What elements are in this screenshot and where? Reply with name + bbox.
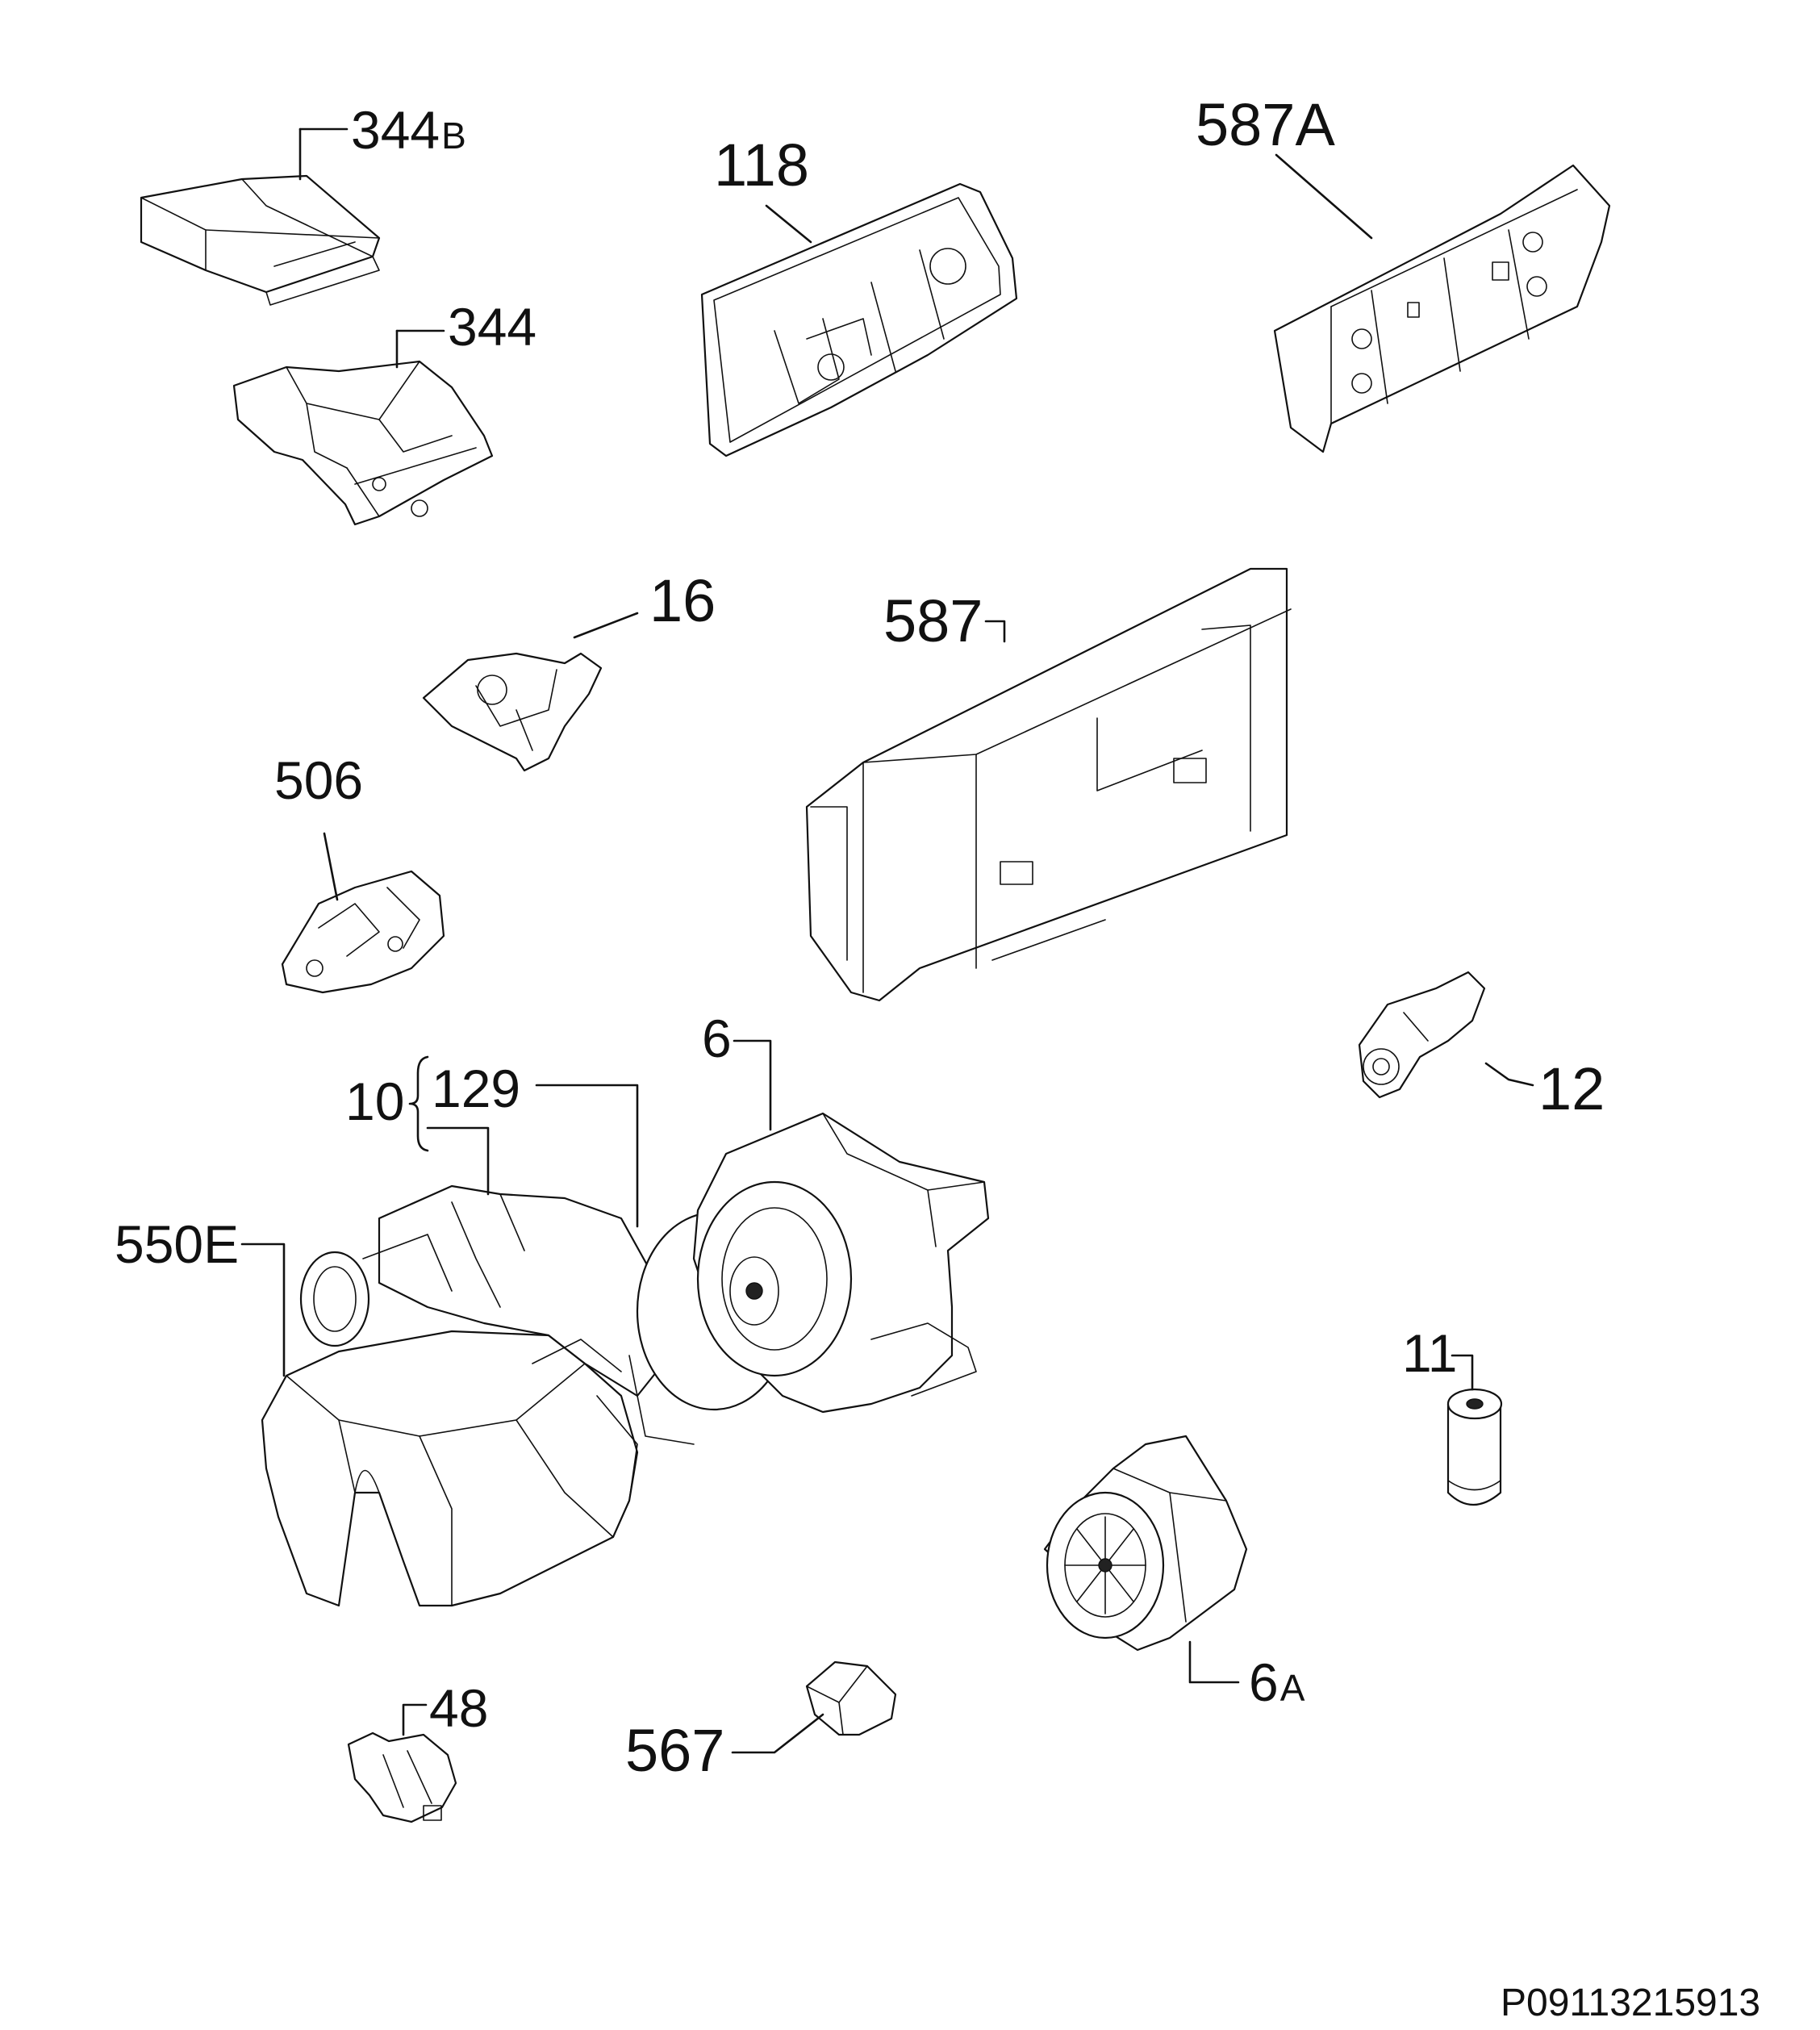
part-12-pressure-switch [1358, 971, 1486, 1099]
label-11: 11 [1402, 1323, 1458, 1383]
label-16: 16 [649, 567, 716, 634]
label-6: 6 [702, 1009, 732, 1068]
part-6a-drain-pump [1043, 1435, 1248, 1652]
label-118: 118 [714, 132, 809, 198]
leader-12 [1484, 1062, 1534, 1087]
part-587a-display-board [1273, 164, 1611, 453]
part-6-circulation-pump [692, 1112, 990, 1414]
leader-550e [240, 1243, 286, 1377]
label-12: 12 [1538, 1055, 1605, 1122]
part-567-connector [805, 1660, 897, 1736]
part-344b-cover [140, 174, 381, 306]
leader-11 [1451, 1354, 1474, 1391]
label-344b: 344B [351, 100, 466, 160]
leader-506 [323, 832, 339, 901]
leader-587 [984, 620, 1006, 643]
label-10: 10 [345, 1071, 404, 1131]
label-587a: 587A [1196, 91, 1335, 158]
leader-16 [573, 612, 639, 639]
group-brace [408, 1055, 429, 1152]
leader-10-group [426, 1126, 490, 1196]
label-550e: 550E [115, 1214, 239, 1274]
diagram-code: P09113215913 [1501, 1982, 1760, 2024]
part-48-temperature-sensor [347, 1731, 457, 1823]
part-344-switch [232, 360, 494, 526]
label-567: 567 [625, 1717, 724, 1784]
leader-129 [535, 1084, 639, 1228]
leader-6a [1188, 1640, 1240, 1684]
label-587: 587 [883, 587, 983, 654]
part-587-main-module [805, 567, 1292, 1002]
part-16-door-lock [422, 652, 603, 772]
leader-567 [731, 1713, 824, 1754]
label-344: 344 [448, 297, 536, 357]
part-11-capacitor [1446, 1388, 1503, 1506]
part-506-flow-meter [281, 870, 445, 994]
label-48: 48 [429, 1678, 488, 1738]
part-118-control-board [700, 182, 1018, 457]
label-6a: 6A [1249, 1652, 1305, 1712]
label-506: 506 [274, 750, 363, 810]
leader-6 [733, 1039, 772, 1131]
part-550e-pump-housing [261, 1330, 639, 1607]
leader-48 [402, 1703, 428, 1736]
label-129: 129 [432, 1059, 520, 1118]
leader-587a [1275, 153, 1373, 240]
leader-118 [765, 204, 812, 244]
